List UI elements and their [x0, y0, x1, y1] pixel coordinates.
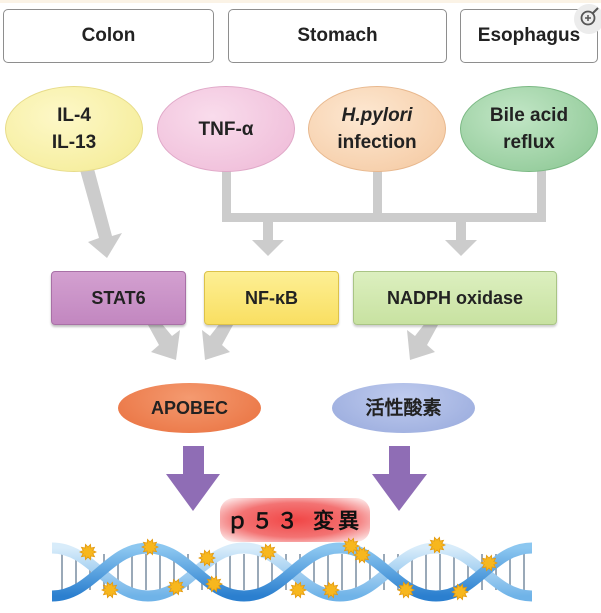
connector-tnf [222, 168, 231, 218]
outcome-text: ｐ５３ 変異 [226, 509, 364, 533]
arrow-stat6-to-apobec [148, 318, 180, 360]
arrow-apobec-to-p53 [166, 474, 220, 511]
zoom-button[interactable] [574, 4, 601, 34]
mutation-star [141, 538, 159, 556]
trigger-label: IL-4 [57, 105, 91, 126]
trigger-label: Bile acid [489, 105, 569, 126]
mutation-star [167, 578, 185, 596]
mutation-star [259, 543, 277, 561]
organ-colon: Colon [3, 9, 214, 63]
p53-mutation-label: ｐ５３ 変異 [220, 498, 370, 542]
arrow-nfkb-to-apobec [202, 318, 233, 360]
mutation-star [397, 581, 415, 599]
top-band [0, 0, 601, 3]
connector-horizontal [222, 213, 546, 222]
effector-label: 活性酸素 [365, 396, 442, 419]
arrow-ros-to-p53 [372, 474, 427, 511]
trigger-il4-il13: IL-4 IL-13 [5, 86, 143, 172]
effector-ros: 活性酸素 [332, 383, 475, 433]
mutation-star [322, 581, 340, 599]
trigger-label: infection [337, 132, 417, 153]
mutation-star [198, 549, 216, 567]
arrow-nadph-to-ros [407, 318, 438, 360]
arrow-to-nfkb [252, 240, 284, 256]
arrow-il4-to-stat6 [80, 165, 122, 258]
mediator-label: NADPH oxidase [386, 287, 524, 308]
arrow-to-nadph [445, 240, 477, 256]
mutation-star [205, 575, 223, 593]
connector-bile [537, 168, 546, 218]
mutation-star [289, 581, 307, 599]
mutation-star [451, 583, 469, 601]
mediator-nfkb: NF-κB [204, 271, 339, 325]
trigger-label: reflux [503, 132, 555, 153]
trigger-label: IL-13 [51, 132, 97, 153]
mediator-label: NF-κB [244, 287, 299, 308]
mediator-label: STAT6 [91, 287, 146, 308]
mutation-star [79, 543, 97, 561]
mutation-star [101, 581, 119, 599]
mutation-star [428, 536, 446, 554]
organ-label: Esophagus [477, 25, 581, 46]
zoom-in-icon [580, 7, 599, 26]
organ-label: Stomach [297, 25, 378, 46]
trigger-hpylori: H.pylori infection [308, 86, 446, 172]
trigger-label: H.pylori [341, 105, 413, 126]
mutation-star [480, 554, 498, 572]
organ-stomach: Stomach [228, 9, 447, 63]
organ-label: Colon [81, 25, 136, 46]
connector-hpylori [373, 168, 382, 218]
mutation-star [353, 546, 371, 564]
trigger-label: TNF-α [198, 118, 254, 140]
mediator-nadph-oxidase: NADPH oxidase [353, 271, 557, 325]
trigger-bile-acid: Bile acid reflux [460, 86, 598, 172]
effector-label: APOBEC [150, 397, 228, 418]
mutation-markers [79, 536, 498, 601]
trigger-tnf-alpha: TNF-α [157, 86, 295, 172]
effector-apobec: APOBEC [118, 383, 261, 433]
mediator-stat6: STAT6 [51, 271, 186, 325]
dna-strand-front [51, 542, 533, 602]
